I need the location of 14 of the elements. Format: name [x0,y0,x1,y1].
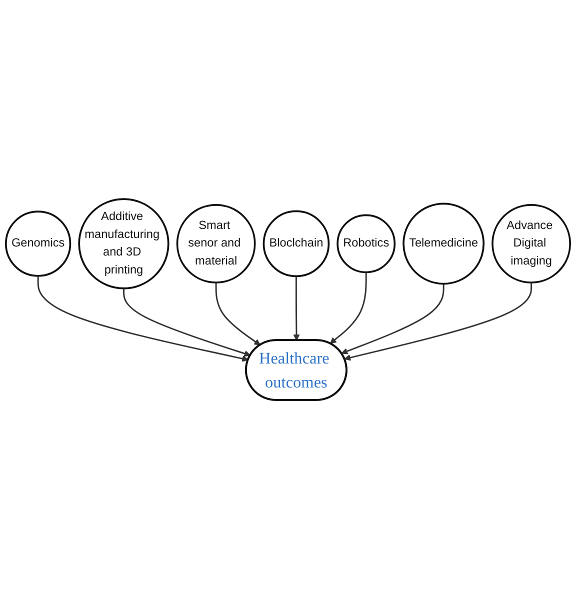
arrow [330,272,367,344]
arrow [341,284,444,354]
arrow [293,276,300,341]
arrow [37,276,248,362]
node-circle: Telemedicine [402,202,485,285]
arrow [344,282,532,361]
node-circle: Additive manufacturing and 3D printing [78,198,170,290]
arrow [215,282,261,346]
node-circle: Bloclchain [262,210,330,278]
node-circle: Genomics [4,210,72,277]
arrow [123,288,251,357]
node-circle: Smart senor and material [176,204,256,284]
node-circle: Robotics [336,214,396,274]
node-circle: Advance Digital imaging [492,204,572,284]
